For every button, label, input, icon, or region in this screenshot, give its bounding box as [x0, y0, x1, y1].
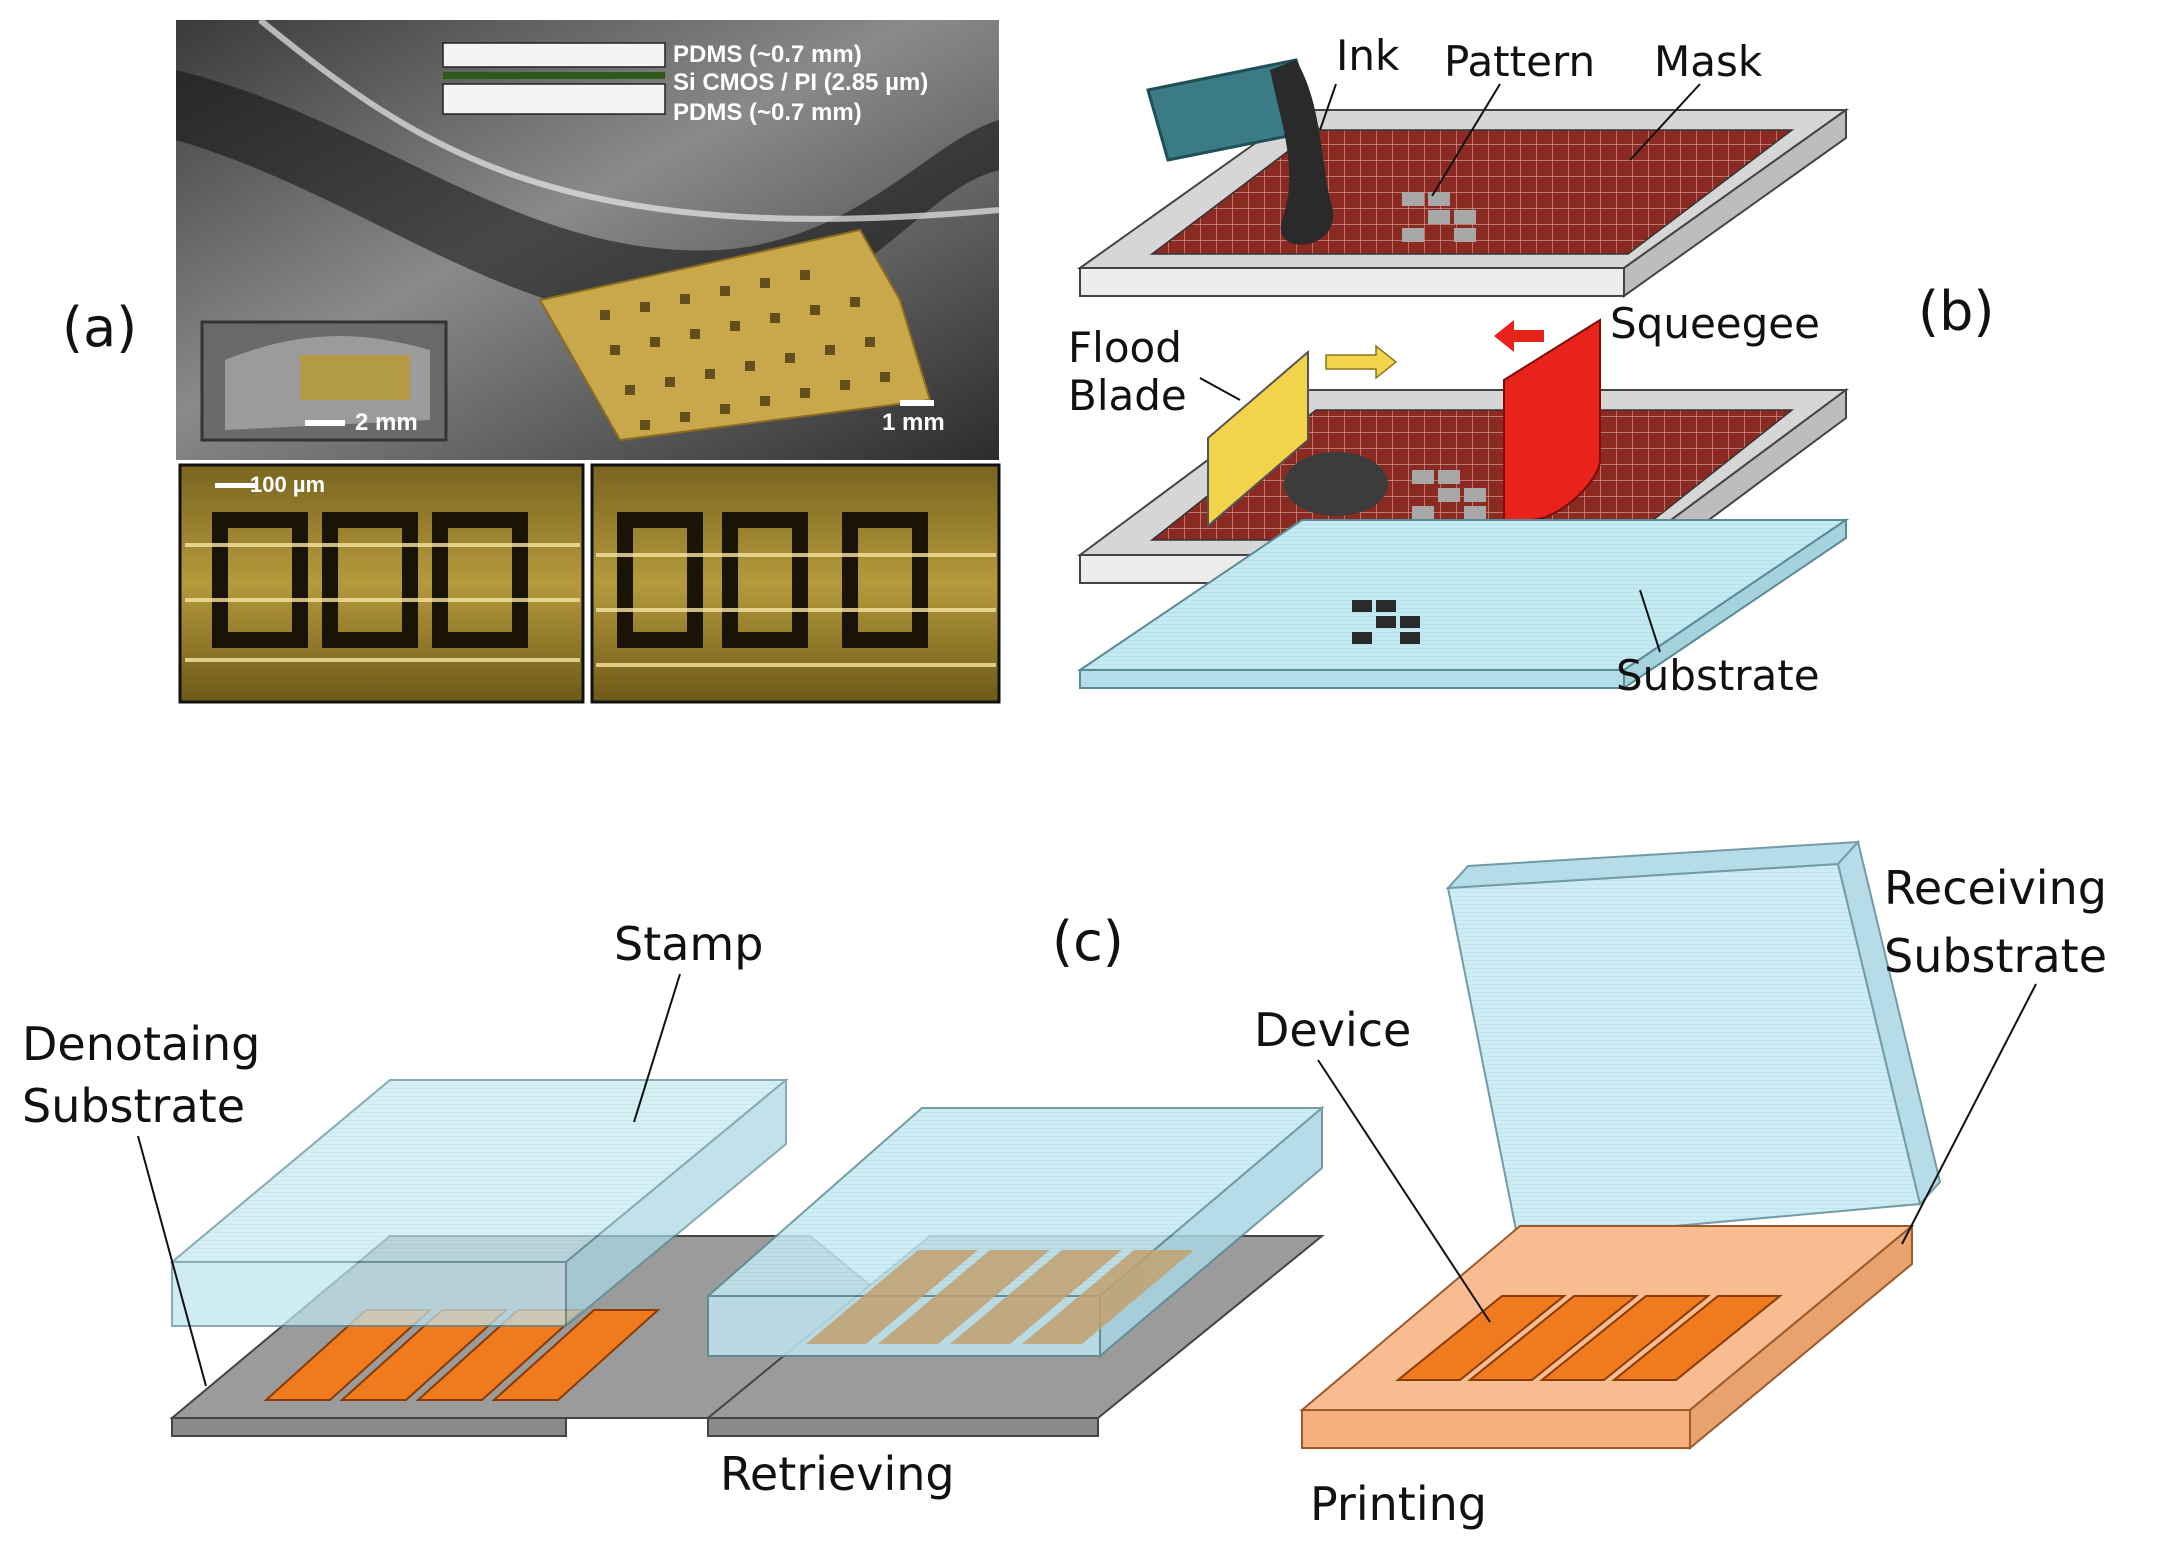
device-leader	[1317, 1059, 1491, 1323]
retrieved-devices	[806, 1250, 1194, 1344]
mask-label: Mask	[1654, 37, 1763, 86]
flood-leader	[1199, 377, 1241, 401]
pattern-label: Pattern	[1444, 37, 1595, 86]
micro-scale-label: 100 µm	[250, 472, 325, 497]
mask-leader	[1629, 83, 1701, 161]
donor-label-line1: Denotaing	[22, 1017, 260, 1071]
micro-scale-bar	[215, 483, 255, 488]
chip-array	[538, 228, 932, 442]
flood-label-line1: Flood	[1068, 323, 1182, 372]
ink-leader	[1319, 83, 1337, 131]
inset-photo: 2 mm	[200, 320, 448, 442]
panel-b-label: (b)	[1918, 280, 1994, 343]
retrieving-label: Retrieving	[720, 1447, 955, 1501]
substrate-label: Substrate	[1616, 651, 1820, 700]
stamp-leader	[633, 973, 681, 1123]
flood-arrow-icon	[1325, 344, 1398, 380]
donor-devices	[263, 1309, 661, 1401]
lifted-stamp	[1445, 839, 1942, 1242]
printing-step	[1299, 839, 1942, 1451]
substrate-leader	[1639, 589, 1661, 653]
layer-label-pdms-bottom: PDMS (~0.7 mm)	[673, 99, 862, 126]
ink-pour	[1270, 60, 1334, 245]
layer-stack-legend: PDMS (~0.7 mm) Si CMOS / PI (2.85 µm) PD…	[442, 41, 928, 126]
stamp-label: Stamp	[614, 917, 763, 971]
flood-label-line2: Blade	[1068, 371, 1187, 420]
micrograph-right	[590, 463, 1001, 704]
panel-a: (a) PDMS (~0.7 mm) Si CMOS / PI (2.85 µm…	[62, 17, 1001, 704]
panel-c-label: (c)	[1052, 910, 1124, 973]
panel-b: (b) Ink Pattern Mask	[1068, 31, 1994, 700]
layer-label-pdms-top: PDMS (~0.7 mm)	[673, 41, 862, 68]
inset-scale-bar	[305, 420, 345, 426]
main-scale-bar	[900, 400, 934, 406]
ink-label: Ink	[1336, 31, 1400, 80]
panel-a-label: (a)	[62, 296, 137, 359]
micrograph-left: 100 µm	[178, 463, 585, 704]
inset-scale-label: 2 mm	[355, 409, 418, 436]
device-label: Device	[1254, 1003, 1411, 1057]
flexible-cmos-photo: PDMS (~0.7 mm) Si CMOS / PI (2.85 µm) PD…	[176, 17, 1000, 460]
printed-pattern	[1352, 600, 1420, 644]
screen-frame-top	[1076, 58, 1850, 298]
pdms-top-layer	[442, 42, 666, 68]
layer-label-si-cmos: Si CMOS / PI (2.85 µm)	[673, 69, 928, 96]
screen-frame-bottom	[1076, 318, 1850, 585]
ink-blob	[1284, 452, 1388, 516]
panel-c: (c) Stamp Denotaing Substrate	[22, 839, 2107, 1531]
printed-devices	[1395, 1295, 1783, 1381]
receiving-label-line2: Substrate	[1884, 929, 2107, 983]
donor-leader	[137, 1135, 207, 1387]
retrieving-step	[705, 1105, 1325, 1437]
pdms-bottom-layer	[442, 83, 666, 115]
pattern-leader	[1431, 83, 1501, 197]
si-cmos-layer	[443, 72, 665, 79]
main-scale-label: 1 mm	[882, 409, 945, 436]
squeegee-arrow-icon	[1494, 320, 1544, 352]
donor-label-line2: Substrate	[22, 1079, 245, 1133]
stamp-block	[169, 1077, 789, 1329]
flood-blade	[1207, 349, 1309, 529]
pattern-opening	[1402, 192, 1476, 242]
receiving-label-line1: Receiving	[1884, 861, 2107, 915]
printing-label: Printing	[1310, 1477, 1487, 1531]
retrieving-stamp	[705, 1105, 1325, 1359]
receiving-leader	[1901, 983, 2037, 1245]
squeegee-label: Squeegee	[1610, 299, 1820, 348]
